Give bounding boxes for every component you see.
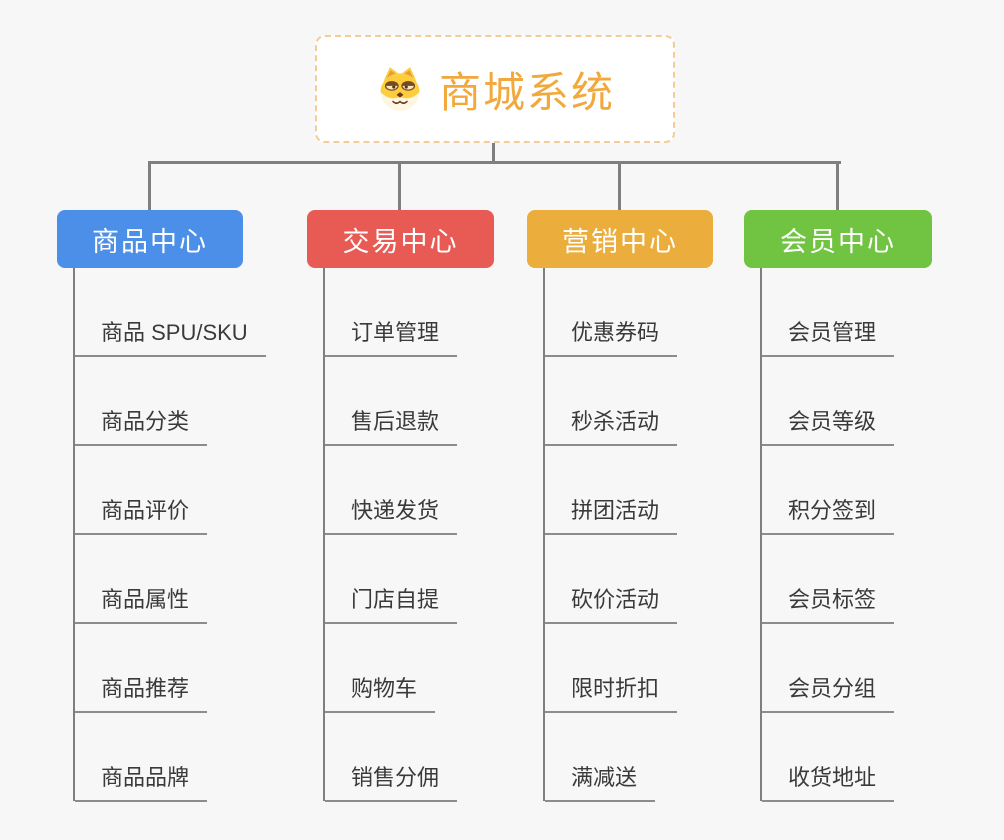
connector-horizontal-bus xyxy=(148,161,841,164)
child-node[interactable]: 购物车 xyxy=(325,674,436,713)
connector-drop-trade xyxy=(398,161,401,210)
child-node[interactable]: 会员分组 xyxy=(762,674,895,713)
root-node[interactable]: 商城系统 xyxy=(315,35,675,143)
connector-drop-product xyxy=(148,161,151,210)
branch-children-marketing-center: 优惠券码 秒杀活动 拼团活动 砍价活动 限时折扣 满减送 xyxy=(543,268,678,802)
root-title: 商城系统 xyxy=(438,68,615,116)
child-node[interactable]: 商品推荐 xyxy=(75,674,208,713)
child-node[interactable]: 快递发货 xyxy=(325,496,458,535)
dog-icon xyxy=(380,67,420,111)
child-node[interactable]: 秒杀活动 xyxy=(545,407,678,446)
child-node[interactable]: 门店自提 xyxy=(325,585,458,624)
connector-root-stem xyxy=(492,140,495,164)
connector-drop-member xyxy=(836,161,839,210)
child-node[interactable]: 商品品牌 xyxy=(75,763,208,802)
child-node[interactable]: 限时折扣 xyxy=(545,674,678,713)
child-node[interactable]: 会员等级 xyxy=(762,407,895,446)
branch-header-marketing-center[interactable]: 营销中心 xyxy=(527,210,713,268)
branch-children-product-center: 商品 SPU/SKU 商品分类 商品评价 商品属性 商品推荐 商品品牌 xyxy=(73,268,266,802)
branch-header-trade-center[interactable]: 交易中心 xyxy=(307,210,494,268)
branch-label: 商品中心 xyxy=(92,226,208,257)
child-node[interactable]: 优惠券码 xyxy=(545,318,678,357)
branch-children-member-center: 会员管理 会员等级 积分签到 会员标签 会员分组 收货地址 xyxy=(760,268,895,802)
branch-label: 会员中心 xyxy=(780,226,896,257)
child-node[interactable]: 积分签到 xyxy=(762,496,895,535)
connector-drop-marketing xyxy=(618,161,621,210)
child-node[interactable]: 订单管理 xyxy=(325,318,458,357)
branch-header-member-center[interactable]: 会员中心 xyxy=(744,210,932,268)
branch-label: 交易中心 xyxy=(342,226,459,257)
branch-children-trade-center: 订单管理 售后退款 快递发货 门店自提 购物车 销售分佣 xyxy=(323,268,458,802)
child-node[interactable]: 商品 SPU/SKU xyxy=(75,318,266,357)
child-node[interactable]: 销售分佣 xyxy=(325,763,458,802)
child-node[interactable]: 会员管理 xyxy=(762,318,895,357)
branch-label: 营销中心 xyxy=(562,226,678,257)
child-node[interactable]: 商品评价 xyxy=(75,496,208,535)
child-node[interactable]: 拼团活动 xyxy=(545,496,678,535)
child-node[interactable]: 满减送 xyxy=(545,763,656,802)
child-node[interactable]: 商品属性 xyxy=(75,585,208,624)
branch-header-product-center[interactable]: 商品中心 xyxy=(57,210,243,268)
child-node[interactable]: 砍价活动 xyxy=(545,585,678,624)
child-node[interactable]: 会员标签 xyxy=(762,585,895,624)
child-node[interactable]: 商品分类 xyxy=(75,407,208,446)
child-node[interactable]: 售后退款 xyxy=(325,407,458,446)
child-node[interactable]: 收货地址 xyxy=(762,763,895,802)
